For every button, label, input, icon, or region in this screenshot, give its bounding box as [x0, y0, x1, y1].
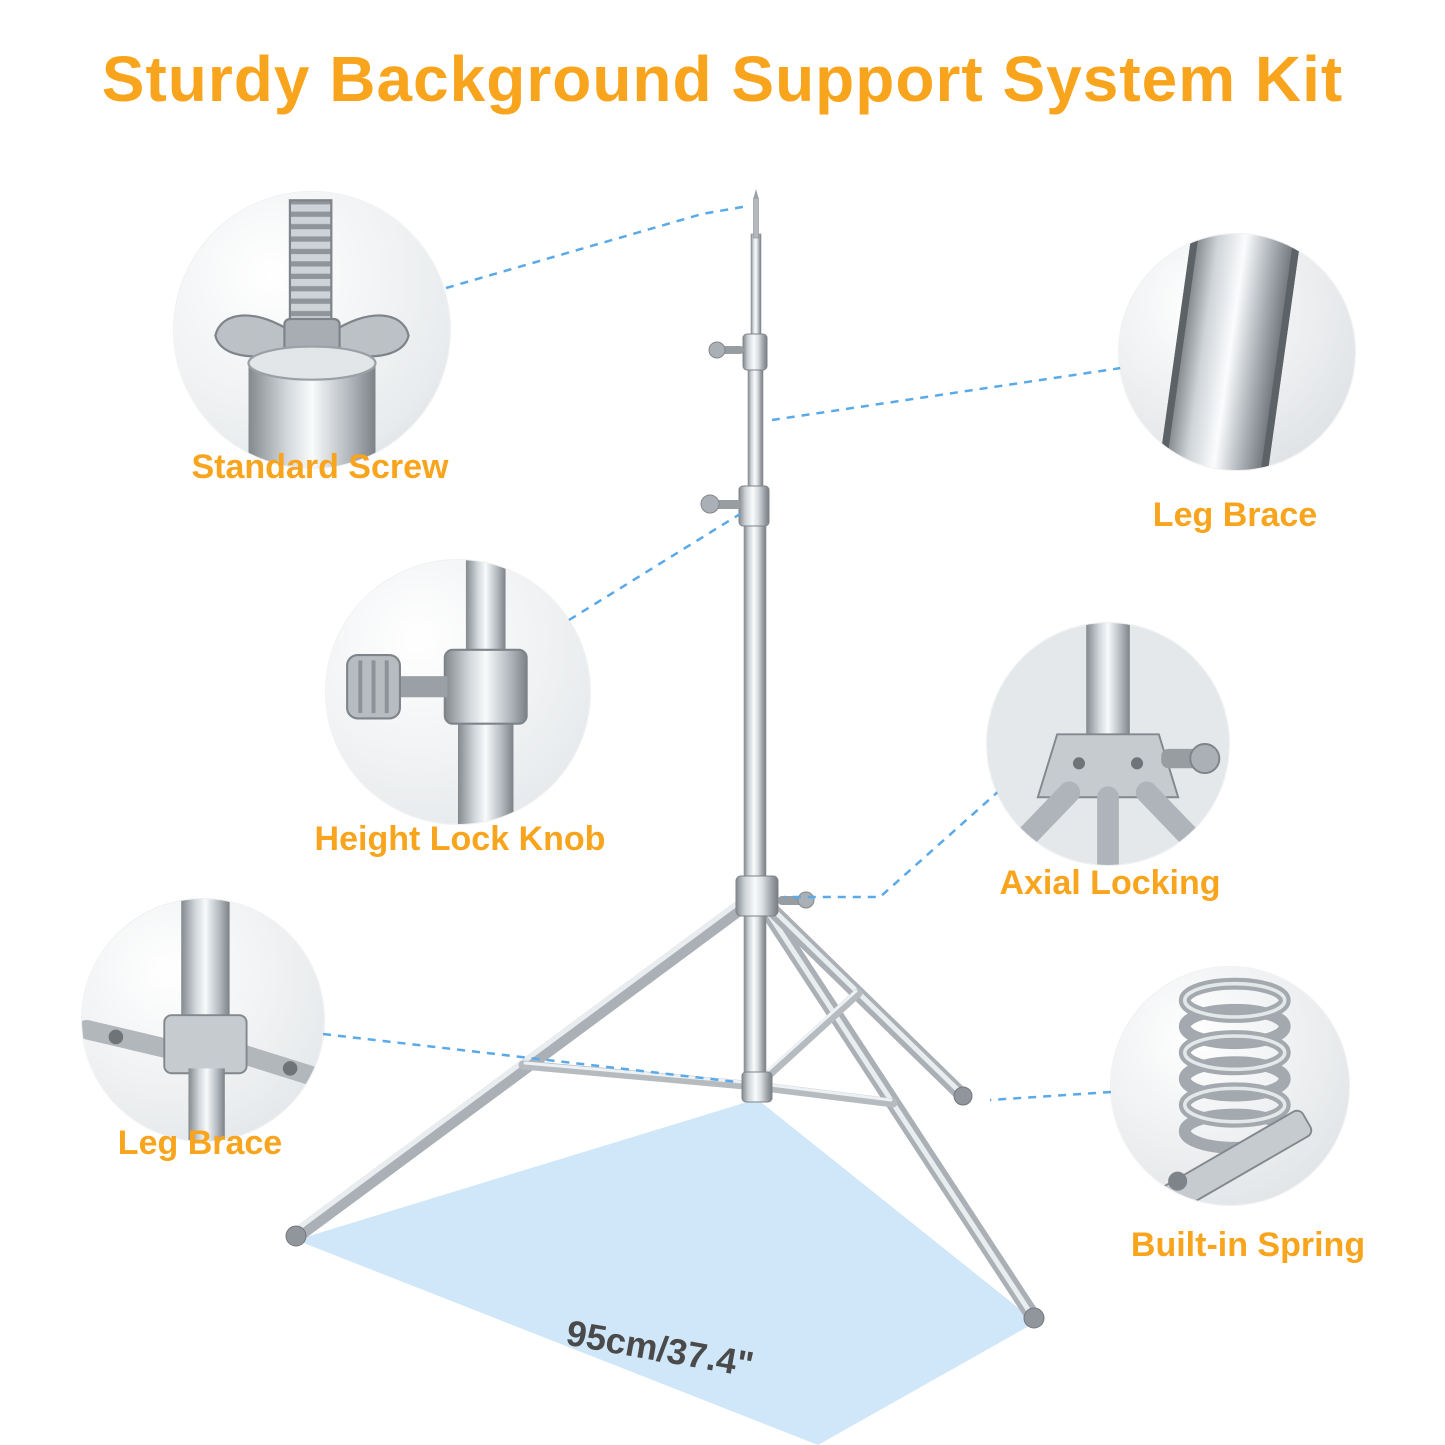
- label-built-in-spring: Built-in Spring: [1130, 1226, 1366, 1264]
- built-in-spring-photo: [1111, 967, 1349, 1205]
- connector-standard-screw: [445, 204, 749, 290]
- page-title: Sturdy Background Support System Kit: [101, 43, 1344, 115]
- leg-brace-hub-photo: [82, 899, 324, 1141]
- screw-icon: [214, 199, 410, 468]
- label-height-lock-knob: Height Lock Knob: [314, 820, 606, 858]
- left-foot-cap: [285, 1225, 307, 1247]
- top-spigot: [753, 197, 759, 239]
- connector-built-in-spring: [989, 1090, 1112, 1102]
- label-leg-brace-bottom: Leg Brace: [117, 1124, 283, 1162]
- height-lock-knob-icon: [346, 560, 528, 824]
- floor-triangle: [296, 1099, 1036, 1445]
- stand-clamps-and-hubs: [700, 333, 815, 1103]
- label-standard-screw: Standard Screw: [191, 448, 449, 486]
- upper-clamp: [742, 333, 768, 371]
- brace-hub: [741, 1071, 773, 1103]
- front-foot-cap: [1023, 1307, 1045, 1329]
- label-axial-locking: Axial Locking: [999, 864, 1221, 902]
- callout-built-in-spring: [1111, 967, 1349, 1205]
- dashed-connectors: [322, 204, 1122, 1102]
- label-leg-brace-top: Leg Brace: [1152, 496, 1318, 534]
- connector-leg-brace-top: [771, 366, 1122, 422]
- axial-locking-hub: [735, 875, 779, 917]
- standard-screw-photo: [174, 192, 450, 468]
- callout-height-lock-knob: [326, 560, 590, 824]
- stand-pole: [743, 189, 767, 1081]
- leg-brace-photo: [1119, 234, 1355, 470]
- leg-brace-tube-icon: [1151, 234, 1309, 470]
- stand-leg-braces: [518, 988, 898, 1108]
- height-lock-knob-photo: [326, 560, 590, 824]
- leg-brace-hub-icon: [82, 899, 324, 1141]
- connector-leg-brace-bottom: [322, 1032, 738, 1084]
- rear-foot-cap: [953, 1086, 973, 1106]
- callout-standard-screw: [174, 192, 450, 468]
- callout-leg-brace-top: [1119, 234, 1355, 470]
- callout-axial-locking: [987, 623, 1229, 865]
- callout-leg-brace-bottom: [82, 899, 324, 1141]
- axial-locking-photo: [987, 623, 1229, 865]
- connector-height-lock: [568, 512, 741, 622]
- lower-clamp: [738, 485, 770, 527]
